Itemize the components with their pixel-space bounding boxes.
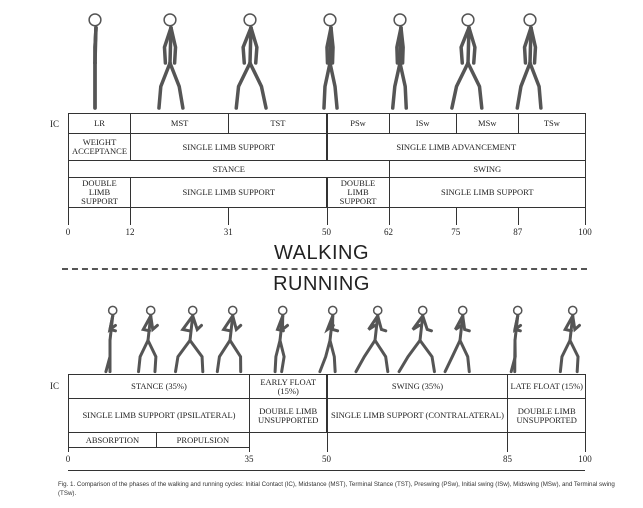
walking-phase-cell: DOUBLE LIMB SUPPORT — [68, 177, 132, 208]
runner-figure — [509, 305, 523, 374]
walker-figure — [322, 13, 339, 110]
bottom-rule — [68, 470, 585, 471]
runner-figure — [273, 305, 289, 374]
running-axis-tick — [326, 432, 328, 452]
walking-phase-cell: SINGLE LIMB SUPPORT — [130, 133, 328, 161]
running-axis-label: 50 — [322, 454, 331, 464]
runner-figure — [137, 305, 159, 374]
walking-axis-tick — [228, 207, 230, 225]
running-phase-cell: EARLY FLOAT (15%) — [248, 374, 328, 399]
running-phase-cell: STANCE (35%) — [68, 374, 250, 399]
runner-figure — [318, 305, 340, 374]
walking-phase-cell: SINGLE LIMB SUPPORT — [130, 177, 328, 208]
running-title: RUNNING — [273, 273, 370, 295]
running-phase-cell: PROPULSION — [155, 432, 250, 448]
running-phase-cell: DOUBLE LIMB UNSUPPORTED — [507, 398, 586, 433]
walking-phase-cell: WEIGHT ACCEPTANCE — [68, 133, 132, 161]
walking-phase-cell: SWING — [388, 160, 586, 178]
running-axis-label: 100 — [578, 454, 592, 464]
runner-figure — [443, 305, 471, 374]
walking-axis-label: 62 — [384, 227, 394, 237]
walking-title: WALKING — [274, 242, 369, 264]
runner-figure — [354, 305, 390, 374]
running-ic-label: IC — [50, 381, 59, 391]
running-phase-cell: SINGLE LIMB SUPPORT (IPSILATERAL) — [68, 398, 250, 433]
running-axis-label: 0 — [65, 454, 71, 464]
walking-phase-cell: STANCE — [68, 160, 390, 178]
walking-phase-cell: LR — [68, 113, 132, 134]
running-phase-cell: ABSORPTION — [68, 432, 157, 448]
walking-phase-cell: TST — [228, 113, 328, 134]
running-axis-tick — [507, 432, 509, 452]
walking-axis-tick — [455, 207, 457, 225]
walking-phase-cell: DOUBLE LIMB SUPPORT — [326, 177, 390, 208]
runner-figure — [104, 305, 118, 374]
walking-phase-cell: TSw — [517, 113, 586, 134]
walking-ic-label: IC — [50, 119, 59, 129]
section-divider — [62, 268, 587, 270]
walking-phase-cell: ISw — [388, 113, 457, 134]
walking-axis-label: 0 — [65, 227, 71, 237]
walking-phase-cell: SINGLE LIMB SUPPORT — [388, 177, 586, 208]
walking-phase-cell: PSw — [326, 113, 390, 134]
walker-figure — [390, 13, 408, 110]
walking-axis-label: 12 — [125, 227, 135, 237]
running-axis-tick — [68, 432, 69, 452]
running-phase-cell: LATE FLOAT (15%) — [507, 374, 586, 399]
walking-phase-cell: MST — [130, 113, 230, 134]
walking-axis-tick — [68, 207, 69, 225]
walker-figure — [450, 13, 484, 110]
walking-axis-tick — [388, 207, 390, 225]
figure-caption: Fig. 1. Comparison of the phases of the … — [58, 481, 615, 497]
walking-axis-tick — [326, 207, 328, 225]
running-phase-cell: SWING (35%) — [326, 374, 509, 399]
walking-axis-label: 100 — [578, 227, 592, 237]
running-axis-label: 85 — [502, 454, 512, 464]
walking-axis-tick — [130, 207, 132, 225]
walking-axis-tick — [517, 207, 519, 225]
walker-figure — [157, 13, 185, 110]
running-axis-tick — [585, 432, 586, 452]
running-axis-label: 35 — [244, 454, 254, 464]
walker-figure — [88, 13, 102, 110]
running-phase-cell: DOUBLE LIMB UNSUPPORTED — [248, 398, 328, 433]
runner-figure — [558, 305, 581, 374]
runner-figure — [397, 305, 436, 374]
running-phase-table: STANCE (35%)EARLY FLOAT (15%)SWING (35%)… — [65, 374, 592, 466]
walking-phase-cell: SINGLE LIMB ADVANCEMENT — [326, 133, 586, 161]
running-phase-cell: SINGLE LIMB SUPPORT (CONTRALATERAL) — [326, 398, 509, 433]
walking-axis-tick — [585, 207, 586, 225]
walking-phase-cell: MSw — [455, 113, 519, 134]
runner-figure — [215, 305, 243, 374]
walking-axis-label: 50 — [322, 227, 331, 237]
walker-figure — [234, 13, 268, 110]
walking-axis-label: 87 — [513, 227, 523, 237]
walking-axis-label: 31 — [223, 227, 233, 237]
walker-figure — [515, 13, 543, 110]
walking-axis-label: 75 — [451, 227, 461, 237]
running-axis-tick — [248, 432, 250, 452]
runner-figure — [174, 305, 205, 374]
